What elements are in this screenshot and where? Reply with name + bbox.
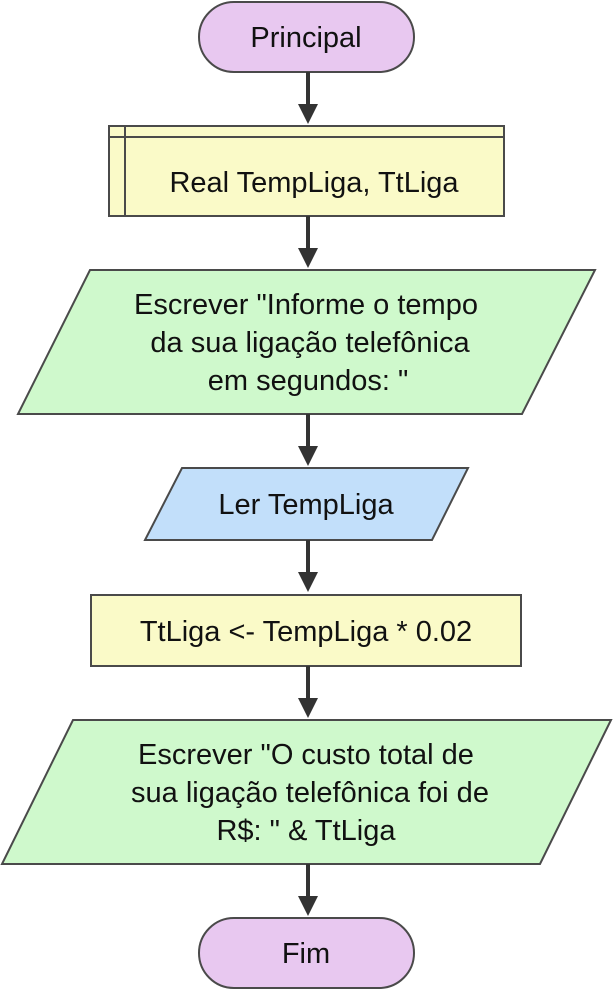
output-block-result-line: sua ligação telefônica foi de [131, 777, 489, 809]
connector-arrow [298, 72, 318, 124]
connector-arrow [298, 216, 318, 268]
connector-arrow [298, 666, 318, 718]
end-terminal-shape [198, 917, 415, 989]
input-block-shape [143, 467, 470, 541]
output-block-result-line: R$: " & TtLiga [216, 815, 396, 847]
connector-arrow [298, 414, 318, 466]
output-block-prompt-line: da sua ligação telefônica [150, 327, 470, 359]
end-terminal-label: Fim [282, 938, 330, 970]
start-terminal-label: Principal [250, 22, 361, 54]
output-block-prompt-line: Escrever "Informe o tempo [134, 289, 478, 321]
output-block-prompt-shape [16, 269, 597, 415]
output-block-prompt: Escrever "Informe o tempo da sua ligação… [16, 269, 597, 415]
input-block-label: Ler TempLiga [218, 489, 394, 521]
input-block: Ler TempLiga [143, 467, 470, 541]
end-terminal: Fim [198, 917, 415, 989]
process-block-label: TtLiga <- TempLiga * 0.02 [140, 616, 472, 648]
output-block-result-shape [0, 719, 613, 865]
start-terminal: Principal [198, 1, 415, 73]
connector-arrow [298, 540, 318, 592]
process-block: TtLiga <- TempLiga * 0.02 [90, 594, 522, 667]
output-block-prompt-line: em segundos: " [208, 365, 409, 397]
declare-block-shape [108, 125, 505, 217]
declare-block-label: Real TempLiga, TtLiga [169, 167, 459, 199]
output-block-result: Escrever "O custo total de sua ligação t… [0, 719, 613, 865]
output-block-result-line: Escrever "O custo total de [138, 739, 474, 771]
declare-block: Real TempLiga, TtLiga [108, 125, 505, 217]
connector-arrow [298, 864, 318, 916]
